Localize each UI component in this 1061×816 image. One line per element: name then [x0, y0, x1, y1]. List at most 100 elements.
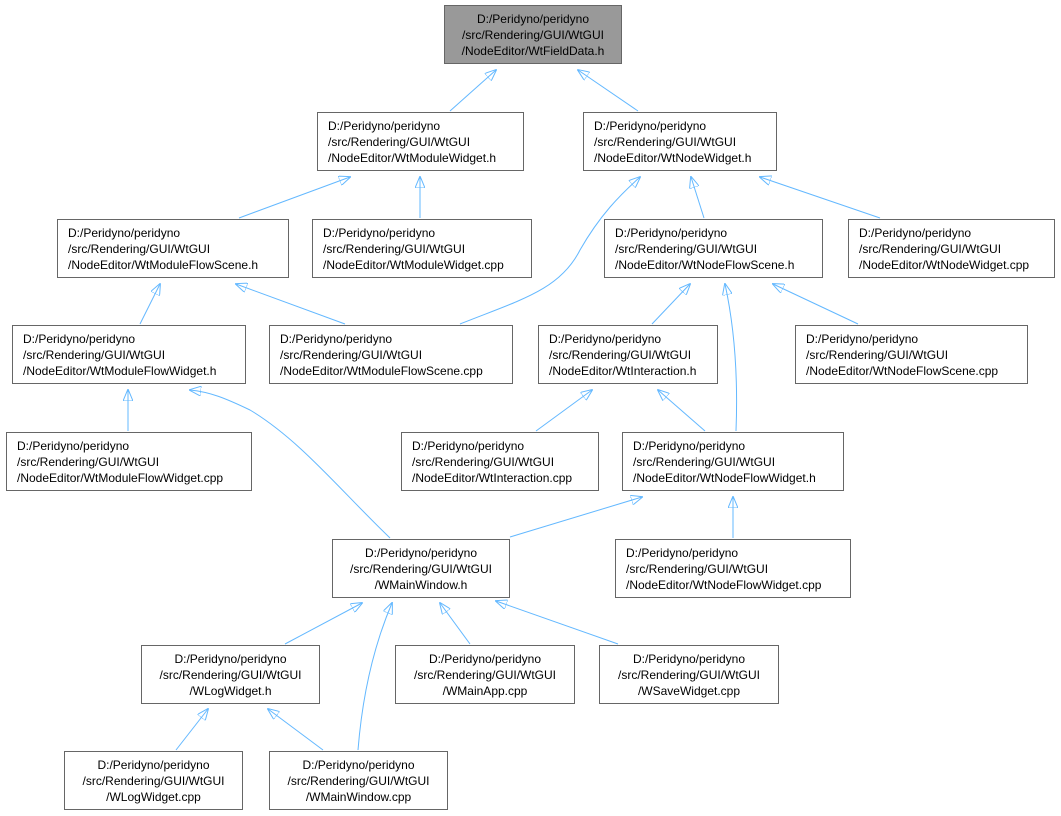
file-path-line: /src/Rendering/GUI/WtGUI [280, 348, 423, 362]
file-path-line: /NodeEditor/WtNodeFlowWidget.h [633, 471, 816, 485]
file-path-line: /src/Rendering/GUI/WtGUI [615, 242, 758, 256]
edge-modflowscene_cpp-to-modflowscene_h [236, 284, 346, 325]
edge-modwidget_h-to-fielddata [449, 70, 496, 112]
file-path-line: D:/Peridyno/peridyno [633, 439, 746, 453]
file-path-line: D:/Peridyno/peridyno [328, 119, 441, 133]
file-path-line: /src/Rendering/GUI/WtGUI [461, 28, 605, 42]
file-path-line: /NodeEditor/WtModuleWidget.cpp [323, 258, 504, 272]
edge-nodewidget_h-to-fielddata [578, 70, 639, 112]
file-path-line: D:/Peridyno/peridyno [626, 546, 739, 560]
edge-mainwindow_cpp-to-logwidget_h [268, 709, 324, 751]
file-path-line: /NodeEditor/WtNodeFlowWidget.cpp [626, 578, 822, 592]
file-path-line: D:/Peridyno/peridyno [476, 12, 590, 26]
edge-mainwindow_cpp-to-mainwindow_h [357, 603, 392, 751]
file-path-line: /src/Rendering/GUI/WtGUI [159, 668, 302, 682]
file-path-line: /WMainWindow.h [374, 578, 468, 592]
file-path-line: D:/Peridyno/peridyno [594, 119, 707, 133]
file-node-fielddata: D:/Peridyno/peridyno/src/Rendering/GUI/W… [444, 5, 622, 64]
file-path-line: /src/Rendering/GUI/WtGUI [633, 455, 776, 469]
edge-modflowscene_h-to-modwidget_h [238, 177, 350, 219]
file-node-interaction_h[interactable]: D:/Peridyno/peridyno/src/Rendering/GUI/W… [538, 325, 718, 384]
file-node-modflowscene_cpp[interactable]: D:/Peridyno/peridyno/src/Rendering/GUI/W… [269, 325, 513, 384]
edge-logwidget_h-to-mainwindow_h [284, 603, 362, 645]
file-path-line: /NodeEditor/WtModuleFlowWidget.h [23, 364, 217, 378]
edge-logwidget_cpp-to-logwidget_h [175, 709, 208, 751]
file-node-nodewidget_h[interactable]: D:/Peridyno/peridyno/src/Rendering/GUI/W… [583, 112, 777, 171]
file-path-line: D:/Peridyno/peridyno [806, 332, 919, 346]
file-node-modflowscene_h[interactable]: D:/Peridyno/peridyno/src/Rendering/GUI/W… [57, 219, 289, 278]
file-node-modflowwidget_h[interactable]: D:/Peridyno/peridyno/src/Rendering/GUI/W… [12, 325, 246, 384]
file-path-line: /src/Rendering/GUI/WtGUI [287, 774, 430, 788]
file-node-modflowwidget_cpp[interactable]: D:/Peridyno/peridyno/src/Rendering/GUI/W… [6, 432, 252, 491]
file-node-nodeflowwidget_h[interactable]: D:/Peridyno/peridyno/src/Rendering/GUI/W… [622, 432, 844, 491]
file-path-line: /src/Rendering/GUI/WtGUI [23, 348, 166, 362]
file-path-line: D:/Peridyno/peridyno [632, 652, 746, 666]
file-node-nodeflowscene_h[interactable]: D:/Peridyno/peridyno/src/Rendering/GUI/W… [604, 219, 823, 278]
file-node-nodewidget_cpp[interactable]: D:/Peridyno/peridyno/src/Rendering/GUI/W… [848, 219, 1055, 278]
file-node-mainapp_cpp[interactable]: D:/Peridyno/peridyno/src/Rendering/GUI/W… [395, 645, 575, 704]
file-path-line: /src/Rendering/GUI/WtGUI [82, 774, 225, 788]
file-path-line: /src/Rendering/GUI/WtGUI [413, 668, 557, 682]
file-path-line: D:/Peridyno/peridyno [615, 226, 728, 240]
file-path-line: /NodeEditor/WtInteraction.cpp [412, 471, 573, 485]
edge-mainwindow_h-to-nodeflowwidget_h [509, 497, 642, 538]
file-node-savewidget_cpp[interactable]: D:/Peridyno/peridyno/src/Rendering/GUI/W… [599, 645, 779, 704]
file-path-line: /NodeEditor/WtNodeWidget.cpp [859, 258, 1030, 272]
file-path-line: /src/Rendering/GUI/WtGUI [549, 348, 692, 362]
file-path-line: /src/Rendering/GUI/WtGUI [328, 135, 471, 149]
file-path-line: /WLogWidget.cpp [106, 790, 201, 804]
file-path-line: /NodeEditor/WtModuleWidget.h [328, 151, 497, 165]
file-node-logwidget_h[interactable]: D:/Peridyno/peridyno/src/Rendering/GUI/W… [141, 645, 320, 704]
file-path-line: D:/Peridyno/peridyno [412, 439, 525, 453]
file-path-line: D:/Peridyno/peridyno [280, 332, 393, 346]
file-path-line: D:/Peridyno/peridyno [859, 226, 972, 240]
file-path-line: /NodeEditor/WtNodeWidget.h [594, 151, 752, 165]
file-path-line: /NodeEditor/WtModuleFlowScene.h [68, 258, 259, 272]
edge-modflowwidget_h-to-modflowscene_h [139, 284, 160, 325]
edge-layer [128, 70, 881, 751]
file-path-line: /NodeEditor/WtModuleFlowScene.cpp [280, 364, 483, 378]
edge-nodeflowwidget_h-to-interaction_h [658, 390, 706, 432]
file-path-line: /src/Rendering/GUI/WtGUI [323, 242, 466, 256]
file-path-line: /src/Rendering/GUI/WtGUI [412, 455, 555, 469]
edge-savewidget_cpp-to-mainwindow_h [496, 601, 619, 645]
file-node-interaction_cpp[interactable]: D:/Peridyno/peridyno/src/Rendering/GUI/W… [401, 432, 599, 491]
file-path-line: /WMainApp.cpp [442, 684, 528, 698]
edge-mainwindow_h-to-modflowwidget_h [190, 390, 391, 539]
file-path-line: /src/Rendering/GUI/WtGUI [617, 668, 761, 682]
edge-modflowscene_cpp-to-nodewidget_h [459, 177, 640, 325]
file-node-nodeflowwidget_cpp[interactable]: D:/Peridyno/peridyno/src/Rendering/GUI/W… [615, 539, 851, 598]
edge-interaction_cpp-to-interaction_h [535, 390, 592, 432]
file-path-line: D:/Peridyno/peridyno [428, 652, 542, 666]
file-node-mainwindow_cpp[interactable]: D:/Peridyno/peridyno/src/Rendering/GUI/W… [269, 751, 448, 810]
file-path-line: /NodeEditor/WtNodeFlowScene.cpp [806, 364, 999, 378]
file-path-line: D:/Peridyno/peridyno [323, 226, 436, 240]
file-path-line: /NodeEditor/WtInteraction.h [549, 364, 697, 378]
file-path-line: /src/Rendering/GUI/WtGUI [349, 562, 493, 576]
file-path-line: /src/Rendering/GUI/WtGUI [594, 135, 737, 149]
file-path-line: D:/Peridyno/peridyno [68, 226, 181, 240]
file-path-line: D:/Peridyno/peridyno [364, 546, 478, 560]
file-path-line: /NodeEditor/WtFieldData.h [461, 44, 605, 58]
file-path-line: /src/Rendering/GUI/WtGUI [68, 242, 211, 256]
file-path-line: D:/Peridyno/peridyno [302, 758, 415, 772]
file-node-mainwindow_h[interactable]: D:/Peridyno/peridyno/src/Rendering/GUI/W… [332, 539, 510, 598]
edge-nodeflowwidget_h-to-nodeflowscene_h [725, 284, 738, 432]
file-path-line: /NodeEditor/WtModuleFlowWidget.cpp [17, 471, 224, 485]
file-path-line: /WLogWidget.h [189, 684, 272, 698]
file-path-line: D:/Peridyno/peridyno [23, 332, 136, 346]
file-path-line: /WMainWindow.cpp [305, 790, 412, 804]
file-path-line: D:/Peridyno/peridyno [17, 439, 130, 453]
edge-nodeflowscene_cpp-to-nodeflowscene_h [773, 284, 859, 325]
file-node-nodeflowscene_cpp[interactable]: D:/Peridyno/peridyno/src/Rendering/GUI/W… [795, 325, 1028, 384]
file-node-modwidget_cpp[interactable]: D:/Peridyno/peridyno/src/Rendering/GUI/W… [312, 219, 532, 278]
file-path-line: /NodeEditor/WtNodeFlowScene.h [615, 258, 795, 272]
file-path-line: /src/Rendering/GUI/WtGUI [17, 455, 160, 469]
file-path-line: /src/Rendering/GUI/WtGUI [859, 242, 1002, 256]
file-path-line: D:/Peridyno/peridyno [174, 652, 287, 666]
file-node-modwidget_h[interactable]: D:/Peridyno/peridyno/src/Rendering/GUI/W… [317, 112, 524, 171]
file-path-line: D:/Peridyno/peridyno [549, 332, 662, 346]
file-path-line: /src/Rendering/GUI/WtGUI [806, 348, 949, 362]
file-node-logwidget_cpp[interactable]: D:/Peridyno/peridyno/src/Rendering/GUI/W… [64, 751, 243, 810]
